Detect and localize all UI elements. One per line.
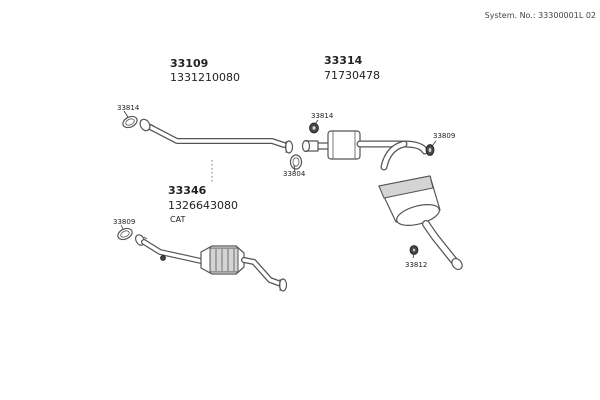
nut-33812-leader xyxy=(412,253,415,259)
catalytic-converter-pipe-33346 xyxy=(134,234,288,292)
group-33346-ref: 33346 xyxy=(168,184,207,197)
group-33346-note: CAT xyxy=(170,215,185,224)
group-33314-ref: 33314 xyxy=(324,54,363,67)
group-33109-part-number: 1331210080 xyxy=(170,71,240,84)
gasket-33814-bottom-label: 33809 xyxy=(113,218,135,226)
gasket-33814-top-label: 33814 xyxy=(117,104,140,112)
clamp-33809-top-label: 33814 xyxy=(311,112,334,120)
nut-33812 xyxy=(409,245,419,255)
clamp-33809-right xyxy=(425,144,435,156)
group-33109-ref: 33109 xyxy=(170,57,208,70)
gasket-33814-bottom xyxy=(117,227,133,241)
gasket-33804-leader xyxy=(293,164,296,173)
system-number: System. No.: 33300001L 02 xyxy=(485,11,596,20)
gasket-33804 xyxy=(289,154,303,170)
clamp-33809-top xyxy=(309,122,319,134)
clamp-33809-right-leader xyxy=(431,140,437,147)
gasket-33814-bottom-leader xyxy=(120,224,124,230)
front-pipe-33109 xyxy=(139,118,294,154)
rear-muffler xyxy=(378,175,463,271)
middle-silencer-33314 xyxy=(301,130,429,171)
gasket-33814-top-leader xyxy=(123,110,129,118)
gasket-33814-top xyxy=(122,115,138,129)
clamp-33809-top-leader xyxy=(314,119,319,125)
gasket-33804-label: 33804 xyxy=(283,170,306,178)
group-33346-part-number: 1326643080 xyxy=(168,199,238,212)
group-33314-part-number: 71730478 xyxy=(324,69,380,82)
clamp-33809-right-label: 33809 xyxy=(433,132,455,140)
nut-33812-label: 33812 xyxy=(405,261,427,269)
